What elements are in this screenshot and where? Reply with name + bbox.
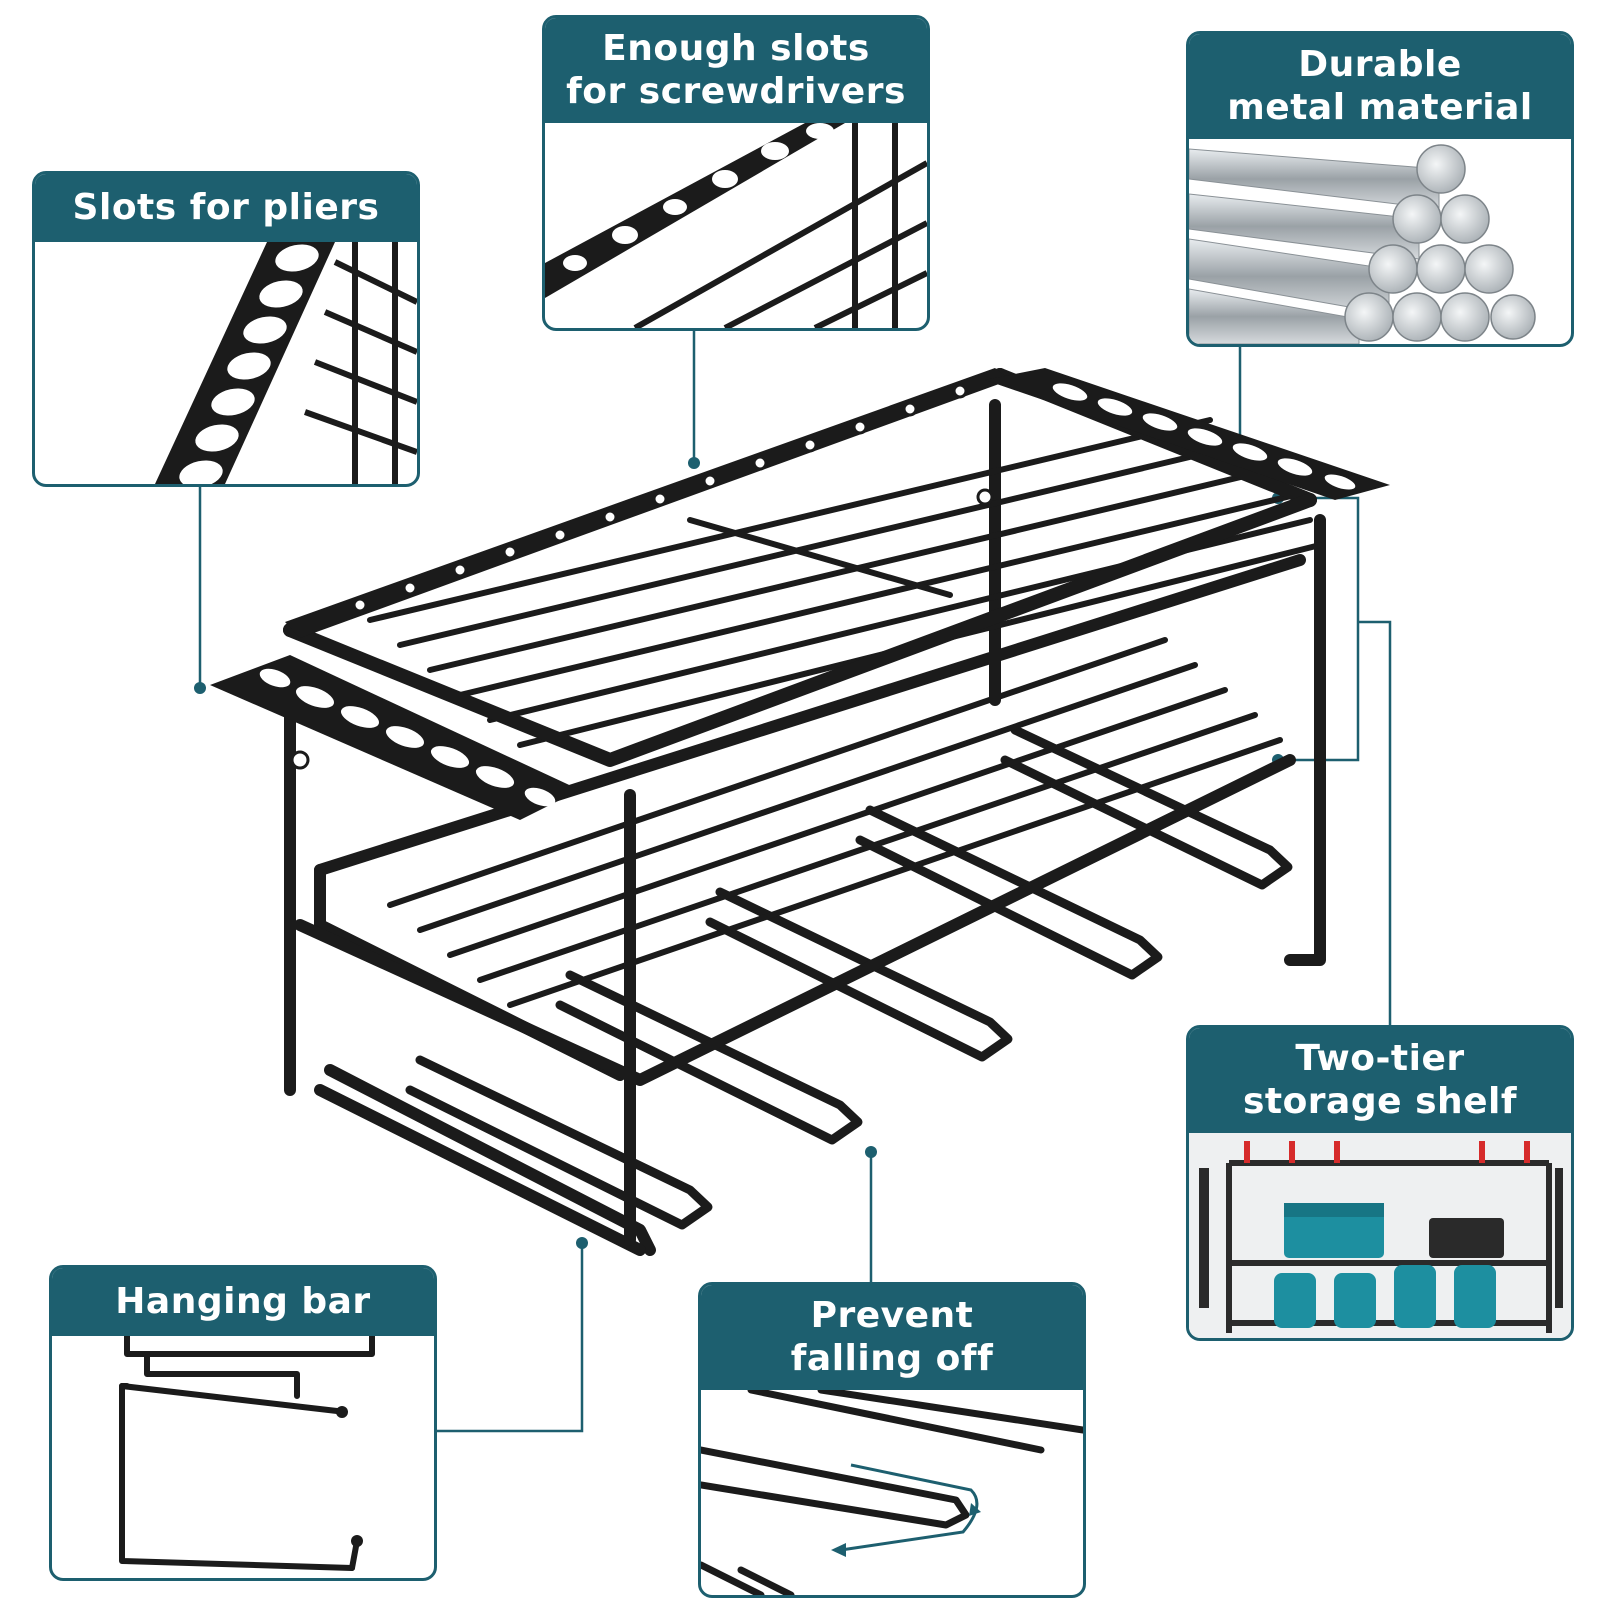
pliers-slots-closeup <box>155 242 417 484</box>
hanging-bar-closeup <box>119 1336 375 1571</box>
callout-pliers-header: Slots for pliers <box>35 174 417 242</box>
callout-pliers: Slots for pliers <box>32 171 420 487</box>
callout-metal-header: Durable metal material <box>1189 34 1571 139</box>
pliers-plate-left <box>210 655 580 820</box>
callout-hanging-bar-header: Hanging bar <box>52 1268 434 1336</box>
callout-screwdrivers: Enough slots for screwdrivers <box>542 15 930 331</box>
callout-metal-line2: metal material <box>1227 86 1533 128</box>
callout-two-tier-line2: storage shelf <box>1242 1080 1518 1122</box>
callout-prevent: Prevent falling off <box>698 1282 1086 1598</box>
callout-prevent-header: Prevent falling off <box>701 1285 1083 1390</box>
two-tier-shelf-photo <box>1189 1133 1571 1338</box>
callout-two-tier-line1: Two-tier <box>1295 1038 1465 1080</box>
callout-metal: Durable metal material <box>1186 31 1574 347</box>
screwdriver-slots-closeup <box>545 123 927 328</box>
callout-two-tier-header: Two-tier storage shelf <box>1189 1028 1571 1133</box>
metal-rods-image <box>1189 144 1536 344</box>
callout-prevent-line2: falling off <box>790 1337 994 1379</box>
callout-screwdrivers-line1: Enough slots <box>602 28 870 70</box>
callout-prevent-line1: Prevent <box>810 1295 974 1337</box>
callout-screwdrivers-header: Enough slots for screwdrivers <box>545 18 927 123</box>
callout-two-tier: Two-tier storage shelf <box>1186 1025 1574 1341</box>
callout-metal-line1: Durable <box>1298 44 1462 86</box>
callout-pliers-title: Slots for pliers <box>72 186 380 228</box>
callout-hanging-bar-title: Hanging bar <box>115 1280 371 1322</box>
prevent-falling-closeup <box>701 1390 1083 1595</box>
callout-hanging-bar: Hanging bar <box>49 1265 437 1581</box>
pliers-plate-right <box>985 368 1390 500</box>
callout-screwdrivers-line2: for screwdrivers <box>566 70 906 112</box>
